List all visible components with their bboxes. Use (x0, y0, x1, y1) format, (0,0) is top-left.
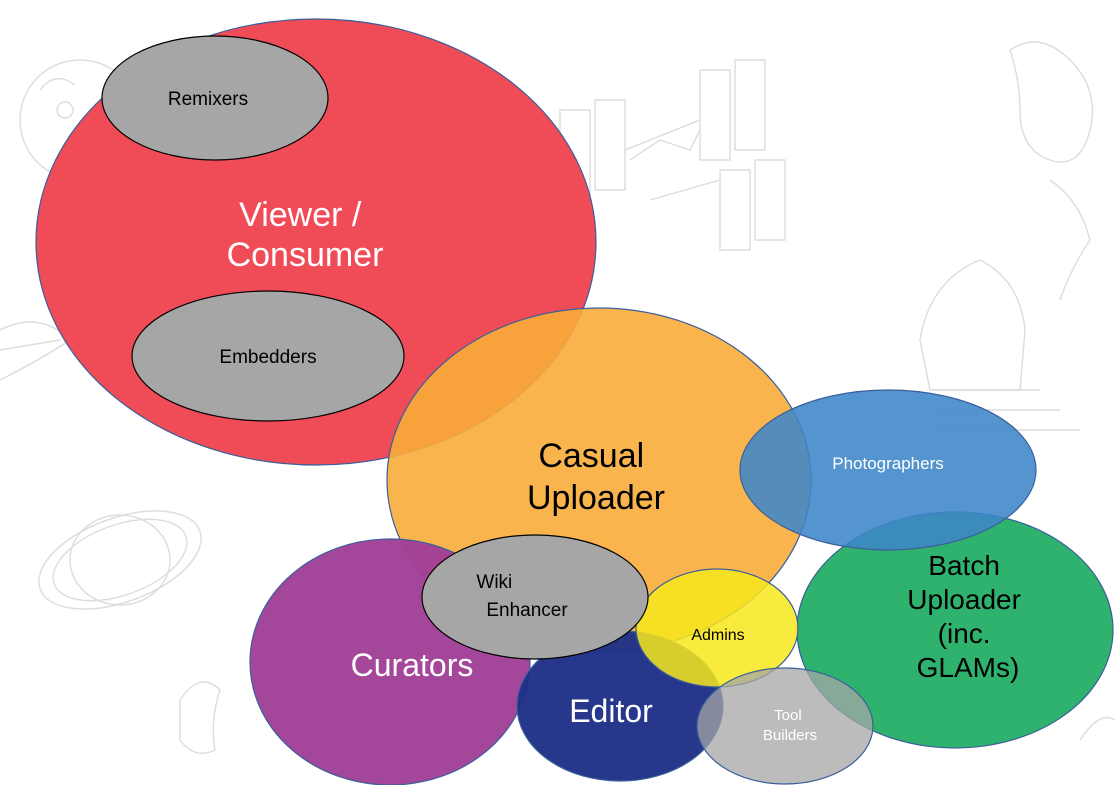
bird-sketch-icon (179, 681, 1115, 754)
tool-builders-label-line: Tool (774, 707, 802, 724)
admins-circle (635, 568, 799, 688)
curators-label: Curators (351, 647, 474, 683)
viewer-consumer-label: Viewer / Consumer (227, 196, 384, 274)
embedders-label-line: Embedders (219, 347, 316, 368)
editor-label-line: Editor (569, 693, 653, 729)
batch-uploader-label-line: GLAMs) (917, 652, 1020, 683)
batch-uploader-label-line: Batch (928, 550, 1000, 581)
embedders-label: Embedders (219, 347, 316, 368)
photographers-label: Photographers (832, 454, 944, 473)
remixers-circle (101, 35, 329, 161)
admins-label: Admins (691, 627, 744, 644)
remixers-label-line: Remixers (168, 89, 248, 110)
embedders-circle (131, 290, 405, 422)
batch-uploader-label-line: (inc. (938, 618, 991, 649)
editor-label: Editor (569, 693, 653, 729)
batch-uploader-label: Batch Uploader (inc. GLAMs) (907, 550, 1028, 683)
wiki-enhancer-circle (421, 534, 649, 660)
wiki-enhancer-label-line: Wiki (476, 572, 512, 593)
planet-sketch-icon (38, 510, 202, 610)
viewer-consumer-label-line: Consumer (227, 236, 384, 274)
curators-label-line: Curators (351, 647, 474, 683)
tool-builders-label-line: Builders (763, 727, 817, 744)
casual-uploader-label-line: Casual (538, 437, 644, 475)
viewer-consumer-label-line: Viewer / (239, 196, 362, 234)
remixers-label: Remixers (168, 89, 248, 110)
casual-uploader-label-line: Uploader (527, 479, 665, 517)
batch-uploader-label-line: Uploader (907, 584, 1021, 615)
tool-builders-label: Tool Builders (763, 707, 817, 744)
space-station-sketch-icon (559, 59, 786, 251)
casual-uploader-label: Casual Uploader (527, 437, 665, 517)
photographers-label-line: Photographers (832, 454, 944, 473)
photographers-circle (739, 389, 1037, 551)
admins-label-line: Admins (691, 627, 744, 644)
map-sketch-icon (1009, 41, 1094, 301)
wiki-enhancer-label-line: Enhancer (486, 600, 568, 621)
wiki-enhancer-label: Wiki Enhancer (476, 572, 568, 621)
tool-builders-circle (696, 667, 874, 785)
